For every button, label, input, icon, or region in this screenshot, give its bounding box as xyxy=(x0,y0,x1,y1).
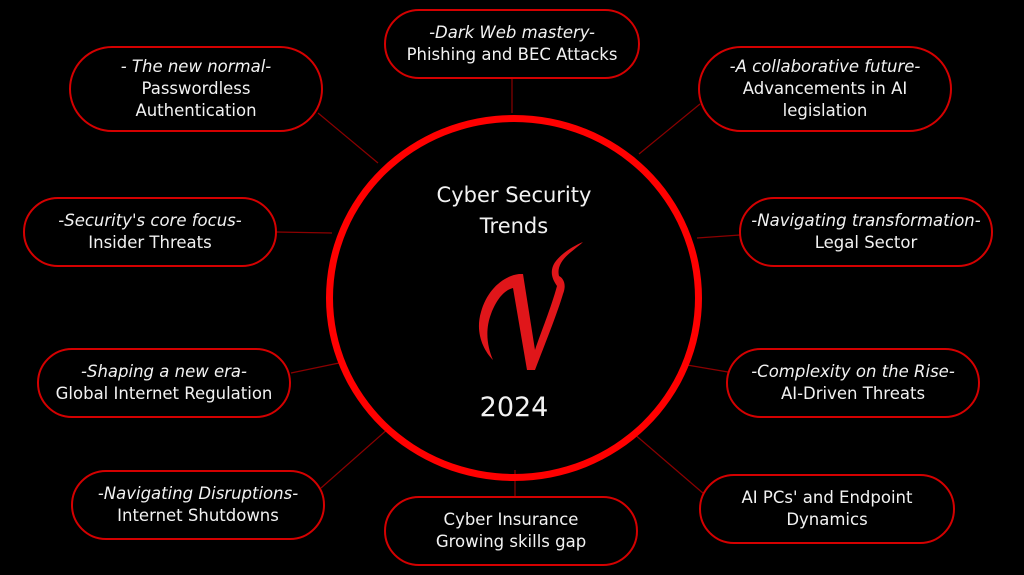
node-ai-legislation[interactable]: -A collaborative future- Advancements in… xyxy=(698,46,952,132)
connector-insider-threats xyxy=(275,231,333,234)
node-title: Legal Sector xyxy=(814,233,918,252)
node-title: Advancements in AI xyxy=(742,79,908,98)
node-subtitle: -Complexity on the Rise- xyxy=(751,362,955,381)
node-title: Dynamics xyxy=(786,510,868,529)
node-subtitle: -Navigating Disruptions- xyxy=(97,484,299,503)
connector-internet-shutdowns xyxy=(320,427,390,489)
node-cyber-insurance[interactable]: Cyber Insurance Growing skills gap xyxy=(384,496,638,566)
node-title: legislation xyxy=(782,101,868,120)
connector-internet-regulation xyxy=(290,362,340,374)
node-ai-pcs[interactable]: AI PCs' and Endpoint Dynamics xyxy=(699,474,955,544)
node-internet-shutdowns[interactable]: -Navigating Disruptions- Internet Shutdo… xyxy=(71,470,325,540)
connector-ai-threats xyxy=(686,364,729,373)
node-subtitle: - The new normal- xyxy=(120,57,272,76)
node-subtitle: -Dark Web mastery- xyxy=(429,23,595,42)
node-internet-regulation[interactable]: -Shaping a new era- Global Internet Regu… xyxy=(37,348,291,418)
node-subtitle: -Security's core focus- xyxy=(58,211,242,230)
node-title: Insider Threats xyxy=(88,233,212,252)
central-hub-circle: Cyber Security Trends 2024 xyxy=(326,115,702,481)
node-legal-sector[interactable]: -Navigating transformation- Legal Sector xyxy=(739,197,993,267)
hub-year: 2024 xyxy=(479,392,549,423)
connector-passwordless xyxy=(317,112,379,164)
hub-title-line2: Trends xyxy=(479,214,549,238)
hub-title-line1: Cyber Security xyxy=(436,183,592,207)
v-logo-icon xyxy=(478,242,583,370)
hub-title: Cyber Security Trends xyxy=(333,180,695,242)
node-title: Internet Shutdowns xyxy=(117,506,279,525)
node-title: Phishing and BEC Attacks xyxy=(406,45,618,64)
node-ai-threats[interactable]: -Complexity on the Rise- AI-Driven Threa… xyxy=(726,348,980,418)
connector-ai-pcs xyxy=(632,432,705,495)
connector-ai-legislation xyxy=(638,103,701,155)
node-subtitle: -Navigating transformation- xyxy=(751,211,981,230)
node-insider-threats[interactable]: -Security's core focus- Insider Threats xyxy=(23,197,277,267)
node-title: Cyber Insurance xyxy=(443,510,579,529)
node-title: Global Internet Regulation xyxy=(55,384,273,403)
node-subtitle: -Shaping a new era- xyxy=(81,362,247,381)
connector-legal-sector xyxy=(696,234,741,239)
node-title: Passwordless xyxy=(141,79,251,98)
node-title: AI-Driven Threats xyxy=(780,384,926,403)
node-phishing[interactable]: -Dark Web mastery- Phishing and BEC Atta… xyxy=(384,9,640,79)
node-title: Authentication xyxy=(135,101,257,120)
node-title: AI PCs' and Endpoint xyxy=(741,488,913,507)
node-title: Growing skills gap xyxy=(435,532,587,551)
node-passwordless[interactable]: - The new normal- Passwordless Authentic… xyxy=(69,46,323,132)
node-subtitle: -A collaborative future- xyxy=(729,57,921,76)
